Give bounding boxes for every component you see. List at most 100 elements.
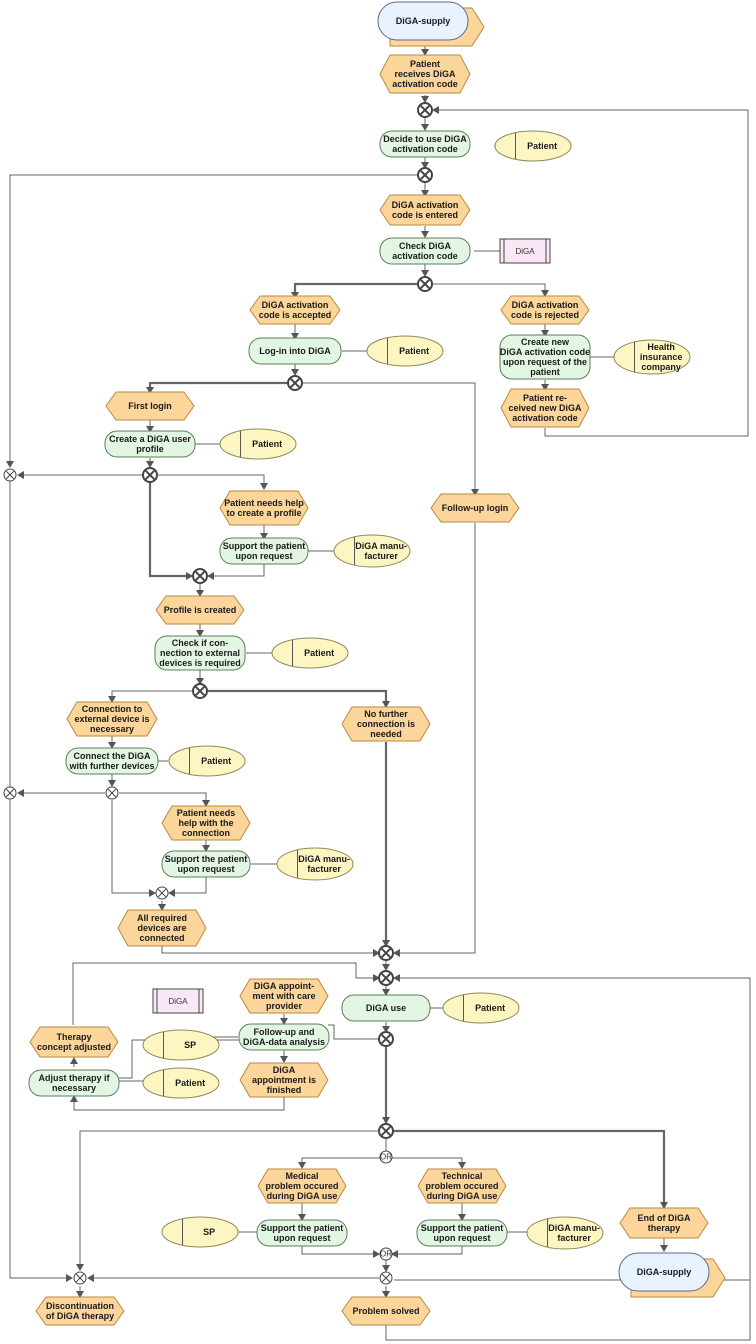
ev-medical-problem-shape [257,1168,347,1204]
ev-connection-necessary-text: necessary [90,724,134,734]
fn-support-1-text: upon request [235,551,292,561]
gw-or-2: OR [379,1247,393,1261]
ev-no-connection-text: needed [370,729,402,739]
connector [328,1024,378,1040]
ev-appointment-shape [239,978,329,1014]
sys-diga-1: DiGA [499,238,551,264]
ev-profile-created-shape [155,595,245,625]
xor-gateway [417,276,433,292]
connector [72,962,378,1025]
xor-gateway [378,1123,394,1139]
fn-diga-use-text: DiGA use [366,1003,406,1013]
fn-check-connection-text: nection to external [160,648,240,658]
fn-login: Log-in into DiGA [248,337,342,365]
ev-help-profile-shape [219,490,309,526]
ev-appointment-finished-shape [239,1062,329,1098]
ev-code-rejected-shape [500,295,590,325]
ev-technical-problem-text: problem occured [425,1181,498,1191]
ev-received-new-code-text: Patient re- [523,393,567,403]
ev-problem-solved: Problem solved [341,1296,431,1326]
role-sp-1-text: SP [184,1040,196,1050]
fn-create-profile-shape [104,430,196,458]
role-patient-3-text: Patient [252,439,282,449]
ev-receives-code-text: receives DiGA [394,69,456,79]
ev-help-connection-shape [161,805,251,841]
fn-support-2-shape [161,850,251,878]
role-health-insurance-text: Health [647,342,675,352]
gw-or-2-text: OR [380,1250,392,1259]
fn-support-2-text: upon request [177,864,234,874]
ev-followup-login-text: Follow-up login [442,503,508,513]
xor-gateway [192,683,208,699]
supply-start: DiGA-supply [377,1,485,47]
role-patient-3-shape [219,428,297,460]
role-patient-1-text: Patient [527,141,557,151]
fn-decide-shape [379,130,471,158]
xor-gateway [287,375,303,391]
xor-gateway [105,786,119,800]
ev-receives-code-shape [379,54,471,94]
ev-end-therapy-text: therapy [648,1223,681,1233]
fn-support-4-shape [416,1219,508,1247]
ev-discontinuation-text: of DiGA therapy [46,1311,114,1321]
fn-diga-use: DiGA use [341,994,431,1022]
ev-discontinuation-text: Discontinuation [46,1301,114,1311]
ev-profile-created: Profile is created [155,595,245,625]
role-health-insurance-shape [613,339,691,375]
ev-code-entered-text: code is entered [392,210,458,220]
role-manufacturer-1-text: facturer [364,551,398,561]
connector [302,382,476,495]
sys-diga-2-text: DiGA [168,997,188,1006]
fn-diga-use-shape [341,994,431,1022]
sys-diga-2: DiGA [152,988,204,1014]
ev-medical-problem-text: problem occured [265,1181,338,1191]
ev-followup-login: Follow-up login [430,493,520,523]
fn-decide-text: activation code [392,144,458,154]
xor-gateway [378,945,394,961]
ev-devices-connected-text: All required [137,913,187,923]
fn-connect-devices-text: Connect the DiGA [73,751,151,761]
connector [148,482,192,578]
connector [79,1130,379,1270]
role-patient-6-shape [442,992,520,1024]
fn-adjust-therapy-text: Adjust therapy if [38,1073,110,1083]
ev-received-new-code-text: activation code [512,413,578,423]
ev-first-login: First login [105,391,195,421]
supply-end-text: DiGA-supply [637,1267,692,1277]
connector [393,1129,666,1208]
supply-start-text: DiGA-supply [396,16,451,26]
role-patient-1: Patient [494,130,572,162]
ev-problem-solved-shape [341,1296,431,1326]
ev-help-profile-text: to create a profile [226,508,301,518]
ev-technical-problem-text: during DiGA use [427,1191,498,1201]
connector [394,523,476,954]
fn-check-code-text: Check DiGA [399,241,452,251]
sys-diga-1-shape [499,238,551,264]
connector [301,1246,378,1255]
fn-connect-devices-text: with further devices [68,761,154,771]
role-patient-7-text: Patient [175,1078,205,1088]
ev-code-rejected-text: DiGA activation [512,300,579,310]
fn-check-connection-text: Check if con- [172,638,229,648]
supply-end: DiGA-supply [618,1252,726,1298]
fn-support-3-shape [256,1219,348,1247]
fn-create-profile-text: Create a DiGA user [109,434,191,444]
role-patient-3: Patient [219,428,297,460]
ev-discontinuation-shape [35,1296,125,1326]
ev-receives-code-text: Patient [410,59,440,69]
